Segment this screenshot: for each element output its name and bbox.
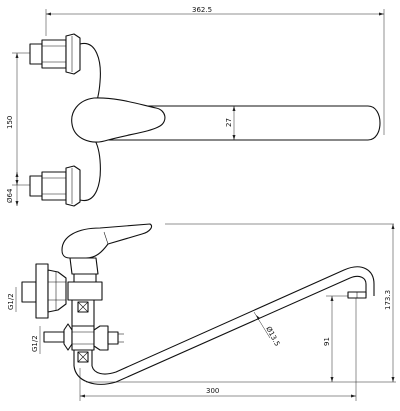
top-view: 362.5 150 Ø64 27 xyxy=(6,6,385,207)
front-cartridge xyxy=(69,257,99,275)
dim-top-width: 362.5 xyxy=(45,6,385,135)
front-handle-seam xyxy=(103,231,109,245)
dim-top-diameter-label: Ø64 xyxy=(6,188,14,203)
front-body-column xyxy=(71,300,95,366)
top-lower-fitting xyxy=(29,165,81,207)
dim-front-thread-upper: G1/2 xyxy=(7,287,17,312)
front-lower-valve-cross xyxy=(77,351,89,363)
top-spout-arm xyxy=(92,105,381,141)
dim-front-spout-dia-label: Ø13.5 xyxy=(264,325,281,347)
dim-top-thickness: 27 xyxy=(225,106,236,140)
front-upper-valve-cross xyxy=(77,301,89,313)
dim-top-height-label: 150 xyxy=(6,116,14,129)
dim-front-total-height: 173.3 xyxy=(165,223,395,382)
dim-top-height: 150 xyxy=(6,52,40,186)
top-lever-handle xyxy=(71,97,166,143)
dim-front-spout-dia: Ø13.5 xyxy=(253,311,281,348)
front-cartridge-ring xyxy=(73,273,97,283)
dim-front-reach: 300 xyxy=(79,296,396,401)
top-upper-fitting xyxy=(29,33,81,75)
dim-front-reach-label: 300 xyxy=(206,387,219,395)
dim-front-inner-height-label: 91 xyxy=(323,337,331,346)
dim-top-width-label: 362.5 xyxy=(192,6,212,14)
dim-front-thread-upper-label: G1/2 xyxy=(7,293,15,310)
dim-front-thread-lower: G1/2 xyxy=(31,326,41,354)
dim-top-thickness-label: 27 xyxy=(225,118,233,127)
front-spout xyxy=(73,266,375,385)
front-mixer-body xyxy=(67,281,103,301)
front-mixer-body-lines xyxy=(70,281,100,301)
dim-top-diameter: Ø64 xyxy=(6,172,19,206)
front-lower-inlet xyxy=(43,323,124,351)
front-view: 173.3 91 300 Ø13.5 G1/2 xyxy=(7,223,396,401)
dim-front-inner-height: 91 xyxy=(323,295,352,382)
front-upper-inlet xyxy=(21,263,67,319)
dim-front-thread-lower-label: G1/2 xyxy=(31,335,39,352)
dim-front-total-height-label: 173.3 xyxy=(384,290,392,310)
